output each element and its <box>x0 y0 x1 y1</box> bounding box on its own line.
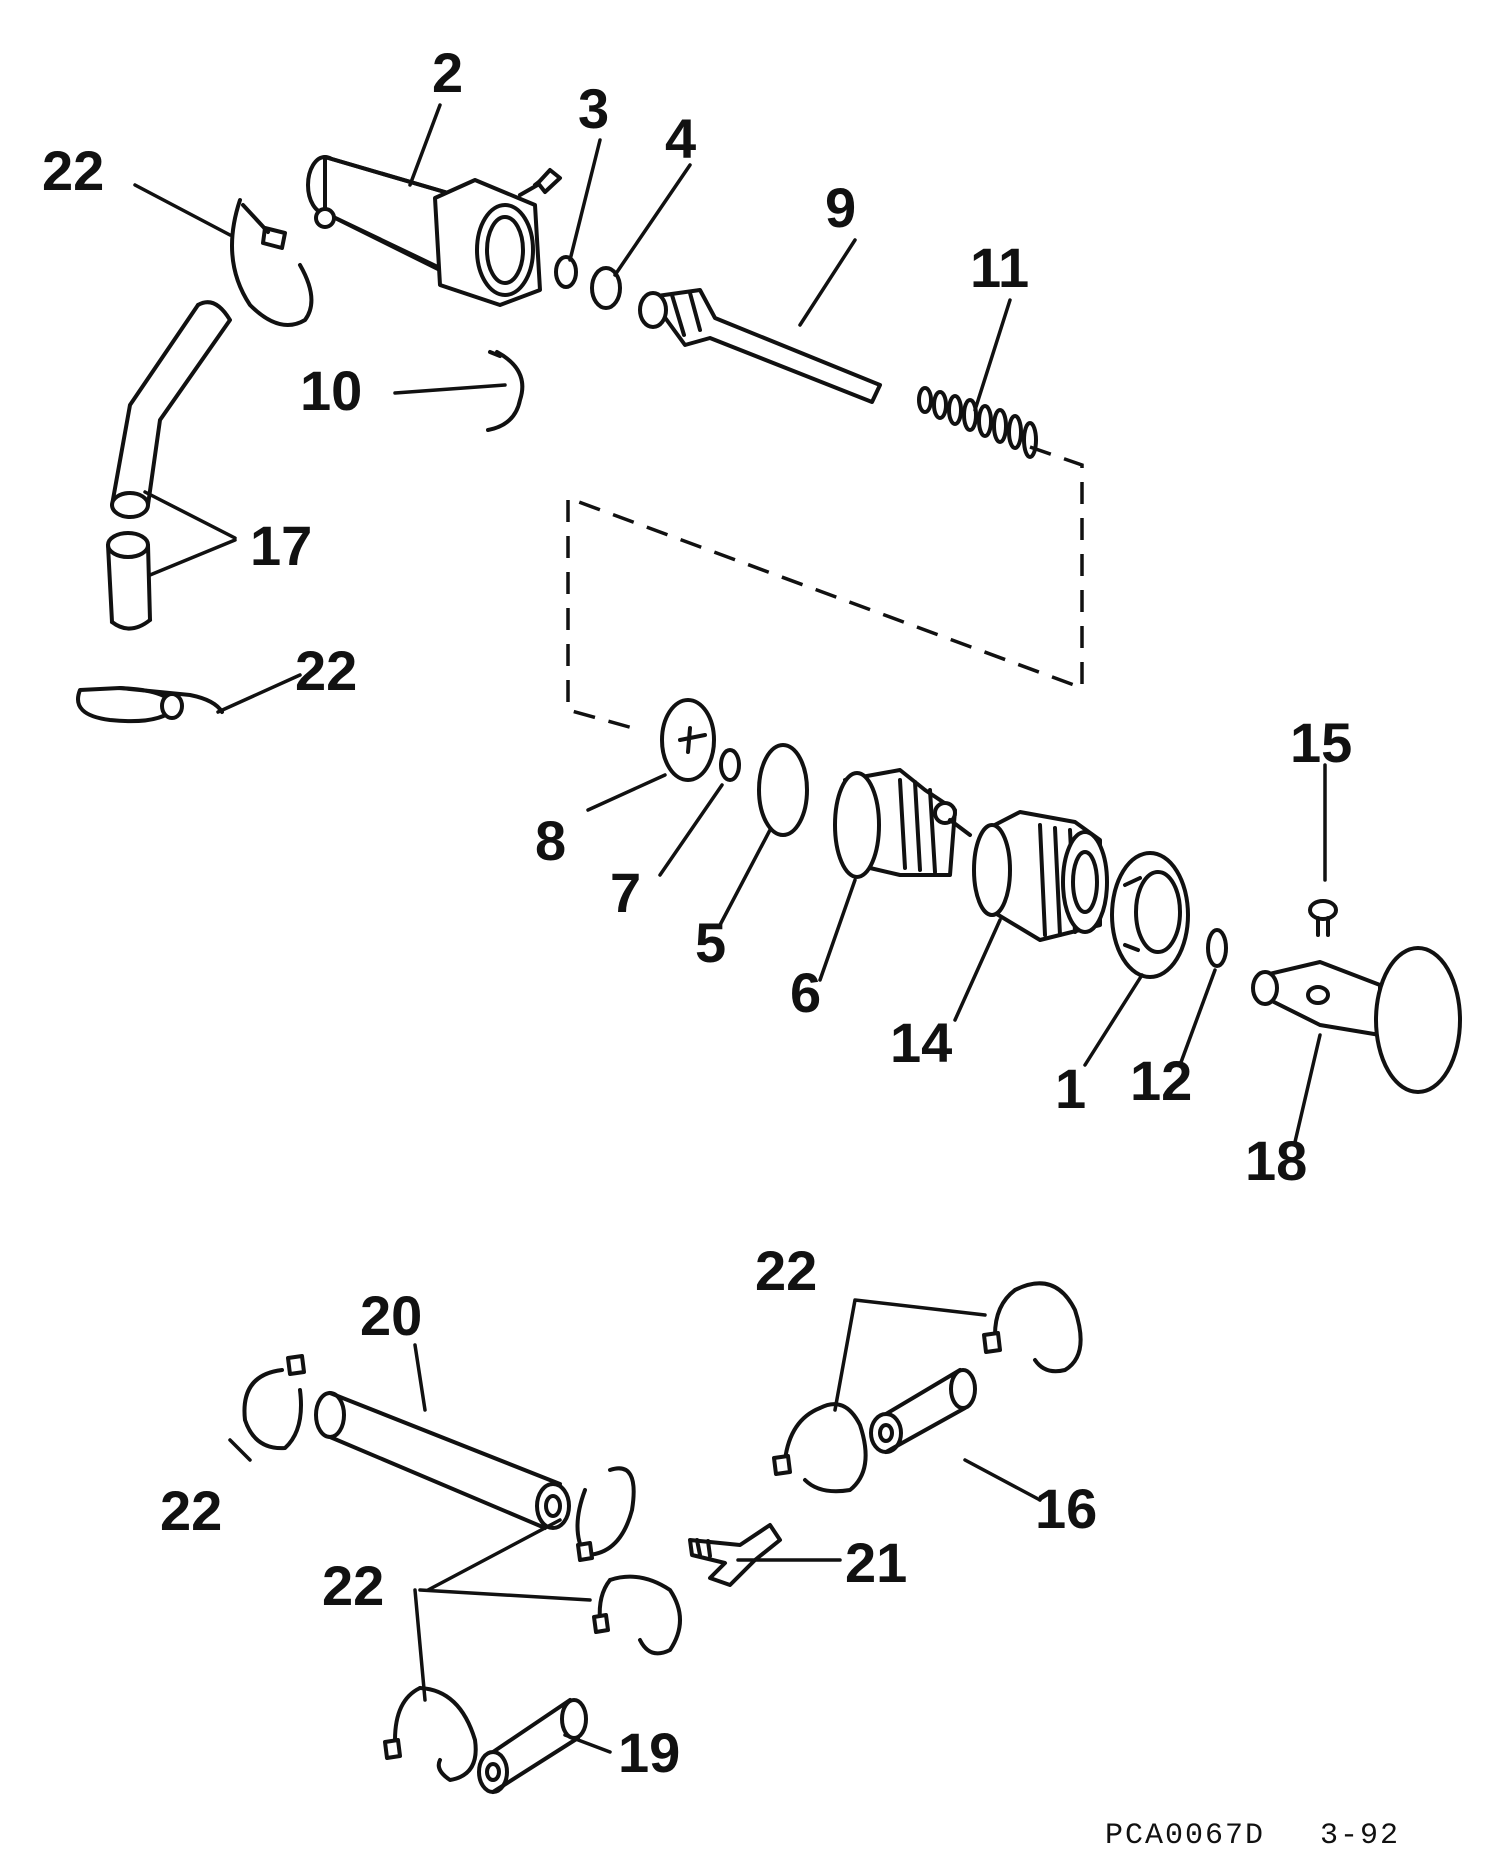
callout-2: 2 <box>432 41 463 104</box>
part-12-o-ring <box>1206 928 1228 968</box>
part-3-o-ring <box>554 255 578 289</box>
callout-1: 1 <box>1055 1057 1086 1120</box>
part-4-o-ring <box>590 266 622 310</box>
part-11-spring <box>917 386 1038 459</box>
part-8-washer <box>660 698 716 782</box>
callout-16: 16 <box>1035 1477 1097 1540</box>
part-2-valve-body <box>306 155 562 307</box>
callout-9: 9 <box>825 176 856 239</box>
callout-12: 12 <box>1130 1049 1192 1112</box>
part-6-fitting <box>833 768 972 879</box>
callout-20: 20 <box>360 1284 422 1347</box>
callout-7: 7 <box>610 861 641 924</box>
assembly-guide-dashed <box>566 445 1084 732</box>
callout-21: 21 <box>845 1531 907 1594</box>
drawing-code: PCA0067D <box>1105 1819 1265 1853</box>
callout-8: 8 <box>535 809 566 872</box>
part-16-hose <box>869 1368 977 1454</box>
part-22-clamp-left <box>242 1354 306 1451</box>
part-19-hose <box>477 1698 588 1794</box>
callout-17: 17 <box>250 514 312 577</box>
callout-labels: 2 3 4 9 11 22 10 17 22 8 7 5 6 14 1 12 1… <box>42 41 1352 1784</box>
callout-22-lower-left: 22 <box>295 639 357 702</box>
callout-11: 11 <box>970 236 1029 299</box>
callout-22-left: 22 <box>160 1479 222 1542</box>
callout-22-top-right: 22 <box>755 1239 817 1302</box>
callout-10: 10 <box>300 359 362 422</box>
callout-5: 5 <box>695 911 726 974</box>
callout-14: 14 <box>890 1011 952 1074</box>
part-21-tee-fitting <box>688 1523 782 1587</box>
callout-22-upper: 22 <box>42 139 104 202</box>
part-14-housing <box>972 810 1109 942</box>
callout-19: 19 <box>618 1721 680 1784</box>
part-22-clamp-mid <box>575 1466 636 1562</box>
callout-22-lower-center: 22 <box>322 1554 384 1617</box>
part-10-clip <box>486 350 525 432</box>
part-5-o-ring <box>757 743 809 837</box>
callout-6: 6 <box>790 961 821 1024</box>
drawing-date: 3-92 <box>1320 1819 1400 1853</box>
part-22-clamp-upper-mid <box>772 1402 868 1494</box>
callout-15: 15 <box>1290 711 1352 774</box>
part-20-hose <box>314 1391 571 1530</box>
part-22-clamp-lower-left <box>76 686 224 724</box>
callout-18: 18 <box>1245 1129 1307 1192</box>
part-9-plunger <box>638 288 882 404</box>
part-18-knob <box>1251 946 1462 1094</box>
callout-4: 4 <box>665 107 696 170</box>
part-22-clamp-bottom <box>383 1686 478 1782</box>
part-7-o-ring <box>719 748 741 782</box>
part-22-clamp-top-right <box>982 1281 1083 1374</box>
callout-3: 3 <box>578 77 609 140</box>
part-22-clamp-upper <box>230 198 314 327</box>
leader-lines <box>133 103 1327 1754</box>
part-15-screw <box>1308 899 1338 937</box>
part-1-nut <box>1110 851 1190 979</box>
part-17-hose <box>106 300 232 631</box>
part-22-clamp-center <box>592 1574 682 1656</box>
